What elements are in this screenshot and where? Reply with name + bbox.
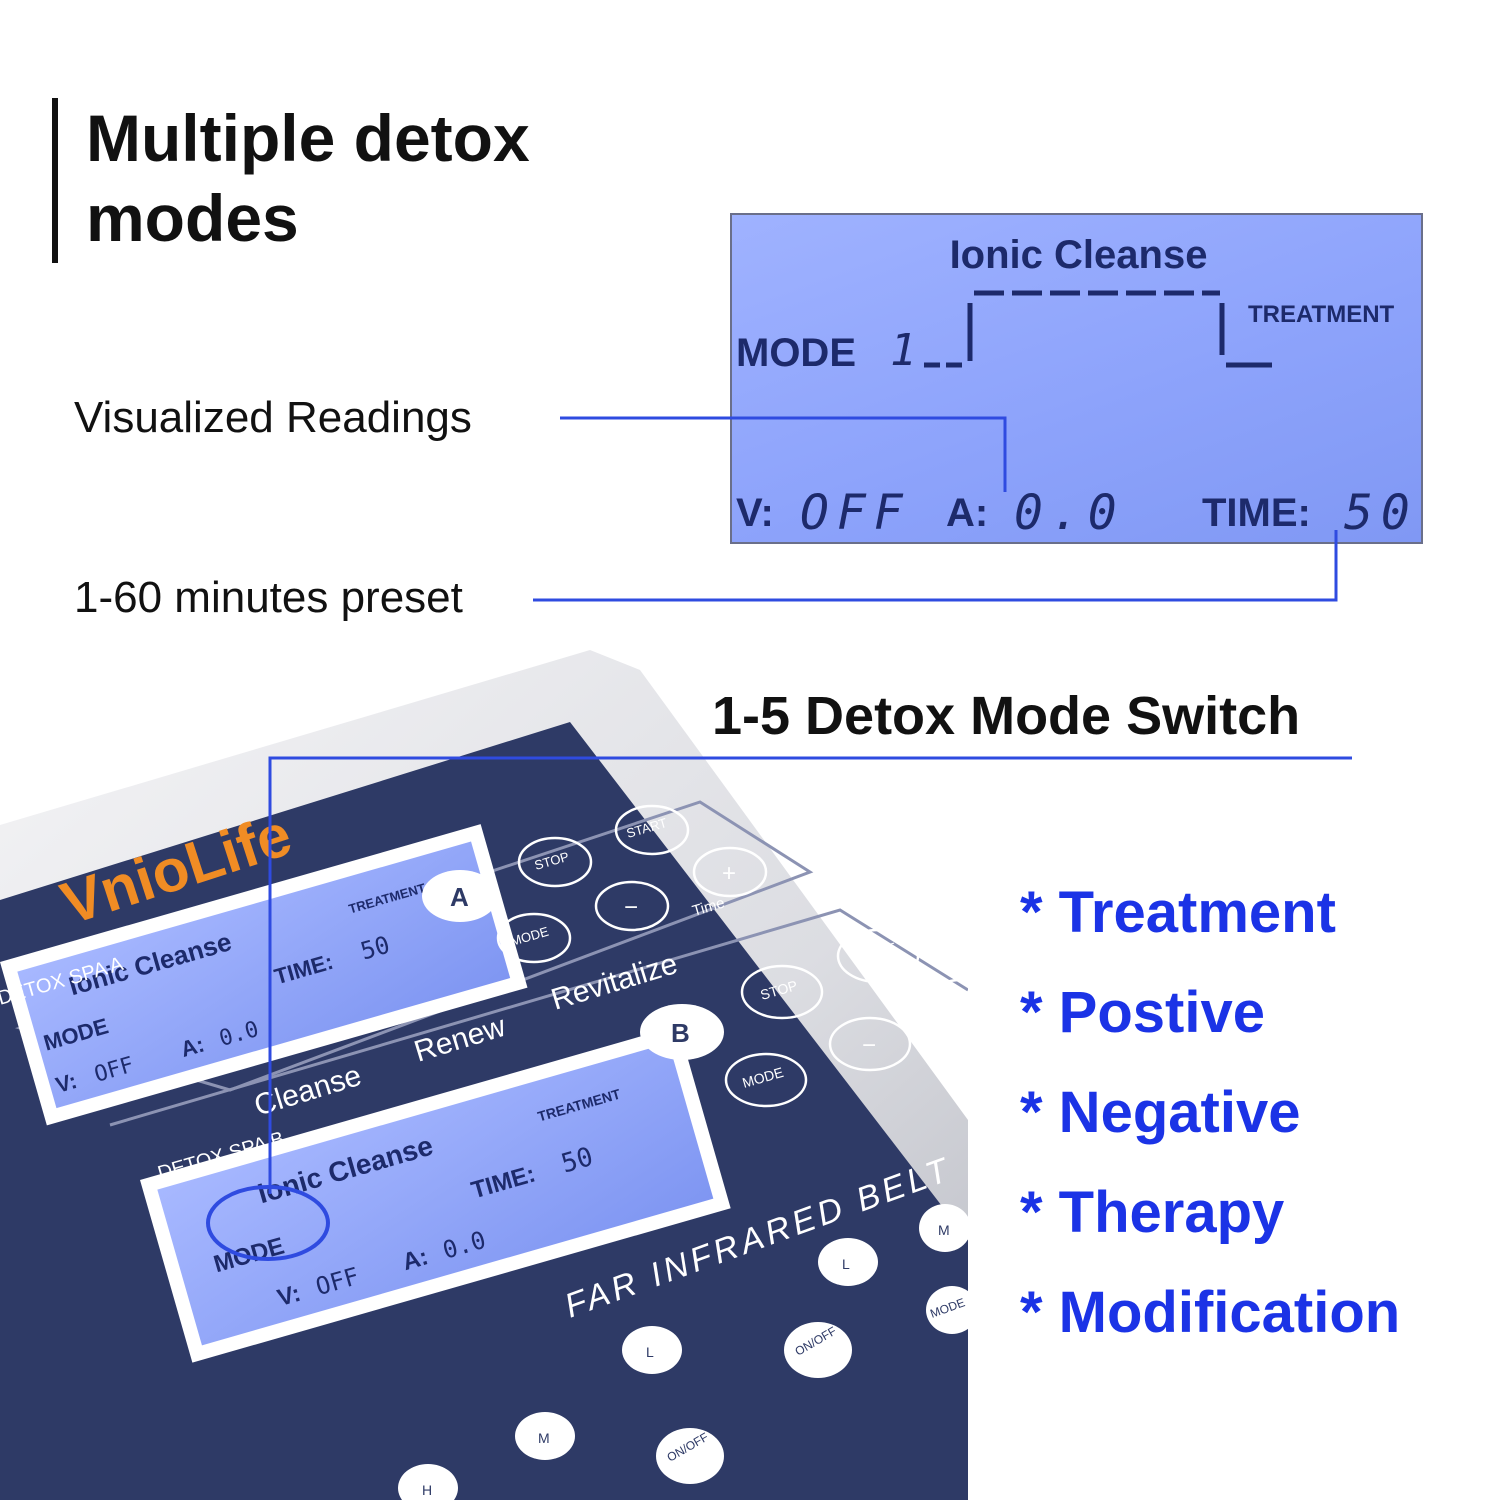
minus-button-a[interactable]: [594, 880, 670, 932]
belt-h-button[interactable]: [398, 1464, 458, 1500]
mode-switch-heading: 1-5 Detox Mode Switch: [712, 686, 1301, 746]
minus-label-b: −: [862, 1032, 876, 1059]
time-label-b-partial: Tim: [938, 1039, 966, 1062]
plus-label-a: +: [722, 860, 736, 887]
minus-label-a: −: [624, 894, 638, 921]
channel-b-button[interactable]: [640, 1004, 724, 1060]
belt-mode-button-partial[interactable]: [926, 1286, 968, 1334]
mode-highlight-ring: [206, 1185, 330, 1261]
lcd-waveform: [924, 290, 1272, 368]
detox-device: VnioLife Ionic Cleanse TREATMENT MODE TI…: [0, 650, 968, 1500]
lcd-voltage-value: OFF: [800, 485, 911, 541]
lcd-program-name: Ionic Cleanse: [949, 233, 1208, 277]
lcd-current-value: 0.0: [1014, 485, 1125, 541]
stop-button-a[interactable]: [517, 836, 593, 888]
start-button-b[interactable]: [836, 928, 920, 984]
mode-switch-connector: [268, 756, 1352, 1194]
stop-button-b[interactable]: [740, 964, 824, 1020]
minus-button-b[interactable]: [828, 1016, 912, 1072]
lcd-current-label: A:: [946, 491, 989, 535]
callout-readings: Visualized Readings: [74, 393, 472, 442]
feature-postive: * Postive: [1020, 980, 1265, 1045]
belt-h-label: H: [422, 1482, 432, 1498]
belt-onoff-button-1[interactable]: [656, 1428, 724, 1484]
lcd-time-value: 50: [1344, 485, 1418, 541]
title-accent-bar: [52, 98, 58, 263]
feature-treatment: * Treatment: [1020, 880, 1336, 945]
belt-l-label-2: L: [842, 1256, 850, 1272]
lcd-mode-value: 1: [890, 325, 925, 376]
lcd-treatment-label: TREATMENT: [1248, 301, 1395, 328]
plus-button-b[interactable]: [924, 978, 968, 1034]
small-lcd-b: Ionic Cleanse TREATMENT MODE TIME: 50 V:…: [140, 1025, 731, 1363]
belt-l-label: L: [646, 1344, 654, 1360]
feature-negative: * Negative: [1020, 1080, 1301, 1145]
belt-l-button-2[interactable]: [818, 1238, 878, 1286]
belt-onoff-button-2[interactable]: [784, 1322, 852, 1378]
callout-connectors: [533, 416, 1338, 602]
start-button-a[interactable]: [614, 804, 690, 856]
small-lcd-a: Ionic Cleanse TREATMENT MODE TIME: 50 V:…: [0, 824, 528, 1126]
lcd-voltage-label: V:: [736, 491, 774, 535]
lcd-time-label: TIME:: [1202, 491, 1311, 535]
title-line-2: modes: [86, 181, 299, 255]
callout-timer: 1-60 minutes preset: [74, 573, 463, 622]
channel-a-button[interactable]: [422, 870, 498, 922]
mode-button-a[interactable]: [496, 912, 572, 964]
belt-m-label-2: M: [938, 1222, 950, 1238]
plus-button-a[interactable]: [692, 846, 768, 898]
belt-l-button[interactable]: [622, 1326, 682, 1374]
feature-modification: * Modification: [1020, 1280, 1401, 1345]
lcd-display: Ionic Cleanse TREATMENT MODE 1 V: OFF A:…: [730, 213, 1423, 544]
channel-a-label: A: [450, 882, 469, 912]
belt-m-button-2[interactable]: [919, 1204, 968, 1252]
channel-b-label: B: [671, 1018, 690, 1048]
lcd-mode-label: MODE: [736, 331, 856, 375]
belt-m-button[interactable]: [515, 1412, 575, 1460]
mode-button-b[interactable]: [724, 1052, 808, 1108]
feature-therapy: * Therapy: [1020, 1180, 1285, 1245]
page-title: Multiple detox modes: [86, 98, 530, 258]
title-line-1: Multiple detox: [86, 101, 530, 175]
belt-m-label: M: [538, 1430, 550, 1446]
spa-b-group-outline: [109, 908, 968, 1127]
